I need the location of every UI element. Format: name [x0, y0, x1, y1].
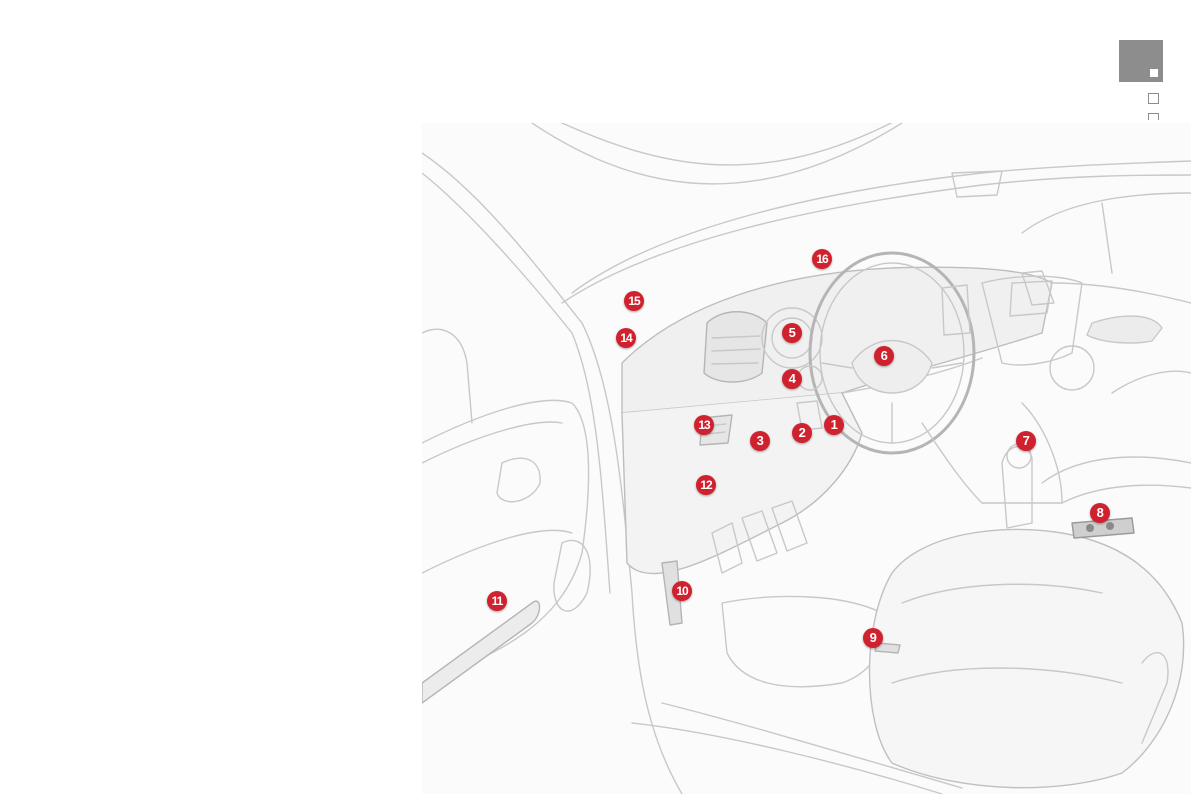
page-marker-icon[interactable]: [1148, 93, 1159, 104]
callout-8: 8: [1090, 503, 1110, 523]
callout-16: 16: [812, 249, 832, 269]
callout-14: 14: [616, 328, 636, 348]
callout-6: 6: [874, 346, 894, 366]
callout-15: 15: [624, 291, 644, 311]
callout-2: 2: [792, 423, 812, 443]
callout-9: 9: [863, 628, 883, 648]
chapter-tab[interactable]: [1119, 40, 1163, 82]
callout-5: 5: [782, 323, 802, 343]
callout-7: 7: [1016, 431, 1036, 451]
callout-1: 1: [824, 415, 844, 435]
cabin-line-art: [422, 123, 1191, 794]
callout-12: 12: [696, 475, 716, 495]
callout-13: 13: [694, 415, 714, 435]
callout-3: 3: [750, 431, 770, 451]
callout-11: 11: [487, 591, 507, 611]
chapter-tab-marker-icon: [1150, 69, 1158, 77]
cabin-illustration: 1 2 3 4 5 6 7 8 9 10 11 12 13 14 15 16: [422, 123, 1191, 794]
callout-4: 4: [782, 369, 802, 389]
page-marker-icon[interactable]: [1148, 113, 1159, 120]
callout-10: 10: [672, 581, 692, 601]
